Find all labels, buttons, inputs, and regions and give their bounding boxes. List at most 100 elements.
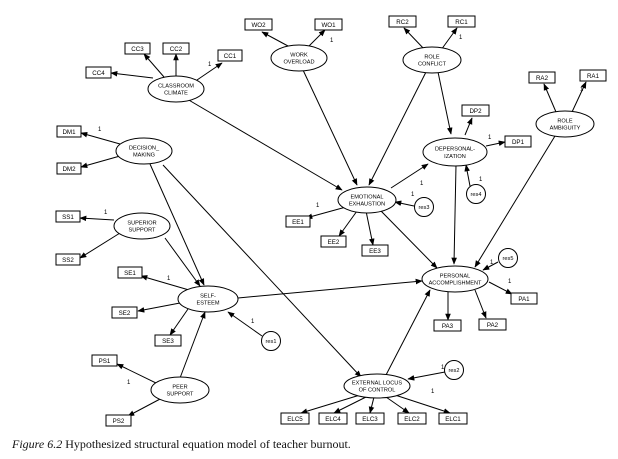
svg-text:CC1: CC1 <box>224 53 237 60</box>
svg-text:DECISION_: DECISION_ <box>129 146 160 152</box>
indicator-wo2: WO2 <box>244 18 273 31</box>
arrow-elc-elc4 <box>333 396 367 414</box>
path-dm-elc <box>162 164 362 378</box>
loading-one: 1 <box>431 389 435 395</box>
arrow-wo-wo2 <box>261 31 289 47</box>
svg-text:RC2: RC2 <box>396 19 409 26</box>
arrow-dm-dm1 <box>80 132 121 145</box>
indicator-elc3: ELC3 <box>355 412 385 425</box>
path-rc-dp <box>437 71 453 135</box>
indicator-rc2: RC2 <box>388 15 417 28</box>
indicator-ee1: EE1 <box>285 215 311 228</box>
residual-res5: res5 <box>498 248 518 268</box>
residual-res3: res3 <box>414 197 434 217</box>
svg-text:PA1: PA1 <box>518 296 530 303</box>
svg-text:SELF-: SELF- <box>200 294 216 300</box>
loading-one: 1 <box>167 276 171 282</box>
svg-text:DM2: DM2 <box>62 166 76 173</box>
loading-one: 1 <box>330 38 334 44</box>
indicator-boxes: CC4 CC3 CC2 CC1 WO2 WO1 RC2 RC1 RA2 RA1 … <box>55 15 607 427</box>
arrow-pa-pa1 <box>488 281 513 295</box>
svg-text:OF CONTROL: OF CONTROL <box>359 388 396 394</box>
svg-text:ACCOMPLISHMENT: ACCOMPLISHMENT <box>429 281 482 287</box>
loading-one: 1 <box>411 192 415 198</box>
arrow-ee-ee2 <box>338 210 358 237</box>
svg-text:CC3: CC3 <box>131 46 144 53</box>
svg-text:SUPPORT: SUPPORT <box>167 392 195 398</box>
svg-text:EE3: EE3 <box>369 248 381 255</box>
svg-text:PA3: PA3 <box>442 323 454 330</box>
arrow-res2-elc <box>407 371 446 381</box>
indicator-cc3: CC3 <box>124 42 151 55</box>
latent-superior-support: SUPERIOR SUPPORT <box>113 212 171 240</box>
path-elc-pa <box>385 289 431 376</box>
indicator-dm2: DM2 <box>56 162 82 175</box>
indicator-se2: SE2 <box>111 306 138 319</box>
loading-one: 1 <box>316 203 320 209</box>
loading-one: 1 <box>488 135 492 141</box>
residual-res4: res4 <box>466 184 486 204</box>
loading-one: 1 <box>127 380 131 386</box>
svg-text:DP2: DP2 <box>469 108 482 115</box>
arrow-pa-pa2 <box>474 289 487 319</box>
arrow-res3-ee <box>394 200 415 207</box>
indicator-ss1: SS1 <box>55 210 81 223</box>
svg-text:MAKING: MAKING <box>133 153 155 159</box>
arrow-cc-cc4 <box>110 70 154 79</box>
svg-text:SS1: SS1 <box>62 214 74 221</box>
path-cc-ee <box>186 98 343 191</box>
figure-number: Figure 6.2 <box>12 437 63 451</box>
svg-text:SUPERIOR: SUPERIOR <box>127 221 156 227</box>
svg-text:res3: res3 <box>419 205 430 211</box>
loading-one: 1 <box>490 260 494 266</box>
svg-text:ELC3: ELC3 <box>362 416 378 423</box>
arrow-se-se3 <box>169 308 189 336</box>
arrow-ee-ee3 <box>365 210 375 246</box>
path-ss-se <box>164 237 201 287</box>
latent-variables: CLASSROOM CLIMATE WORK OVERLOAD ROLE CON… <box>113 44 595 404</box>
svg-text:RA1: RA1 <box>587 73 600 80</box>
indicator-se1: SE1 <box>117 266 143 279</box>
arrow-ra-ra1 <box>571 81 587 113</box>
latent-self-esteem: SELF- ESTEEM <box>177 285 239 313</box>
loading-one: 1 <box>441 365 445 371</box>
path-se-pa <box>237 278 423 299</box>
svg-text:DM1: DM1 <box>62 129 76 136</box>
indicator-cc4: CC4 <box>85 66 112 79</box>
latent-decision-making: DECISION_ MAKING <box>115 137 173 165</box>
svg-text:OVERLOAD: OVERLOAD <box>283 60 314 66</box>
indicator-se3: SE3 <box>154 334 182 347</box>
svg-text:ELC5: ELC5 <box>287 416 303 423</box>
svg-text:WO1: WO1 <box>321 22 336 29</box>
svg-text:EMOTIONAL: EMOTIONAL <box>351 195 384 201</box>
svg-text:ELC2: ELC2 <box>404 416 420 423</box>
svg-text:WORK: WORK <box>290 53 308 59</box>
path-dp-pa <box>451 164 457 265</box>
path-ee-pa <box>379 209 438 269</box>
indicator-elc5: ELC5 <box>280 412 310 425</box>
arrow-res4-dp <box>464 164 471 187</box>
svg-text:res1: res1 <box>266 339 277 345</box>
latent-role-ambiguity: ROLE AMBIGUITY <box>535 110 595 138</box>
loading-one: 1 <box>580 87 584 93</box>
arrow-wo-wo1 <box>308 29 326 47</box>
latent-work-overload: WORK OVERLOAD <box>270 44 328 72</box>
svg-text:res5: res5 <box>503 256 514 262</box>
loading-one: 1 <box>98 127 102 133</box>
svg-text:EXTERNAL LOCUS: EXTERNAL LOCUS <box>352 381 402 387</box>
latent-depersonalization: DEPERSONAL- IZATION <box>422 137 488 167</box>
arrow-dp-dp1 <box>485 140 506 147</box>
indicator-ra1: RA1 <box>579 69 607 82</box>
arrow-ps-ps2 <box>127 397 163 417</box>
svg-text:PS1: PS1 <box>99 358 111 365</box>
path-wo-ee <box>302 69 358 186</box>
indicator-ee3: EE3 <box>361 244 389 257</box>
indicator-elc4: ELC4 <box>318 412 348 425</box>
latent-peer-support: PEER SUPPORT <box>150 376 210 404</box>
indicator-elc1: ELC1 <box>438 412 468 425</box>
arrow-ra-ra2 <box>543 83 557 113</box>
indicator-ps1: PS1 <box>91 354 118 367</box>
figure-caption: Figure 6.2 Hypothesized structural equat… <box>12 437 612 452</box>
svg-text:RC1: RC1 <box>455 19 468 26</box>
latent-role-conflict: ROLE CONFLICT <box>402 46 462 74</box>
